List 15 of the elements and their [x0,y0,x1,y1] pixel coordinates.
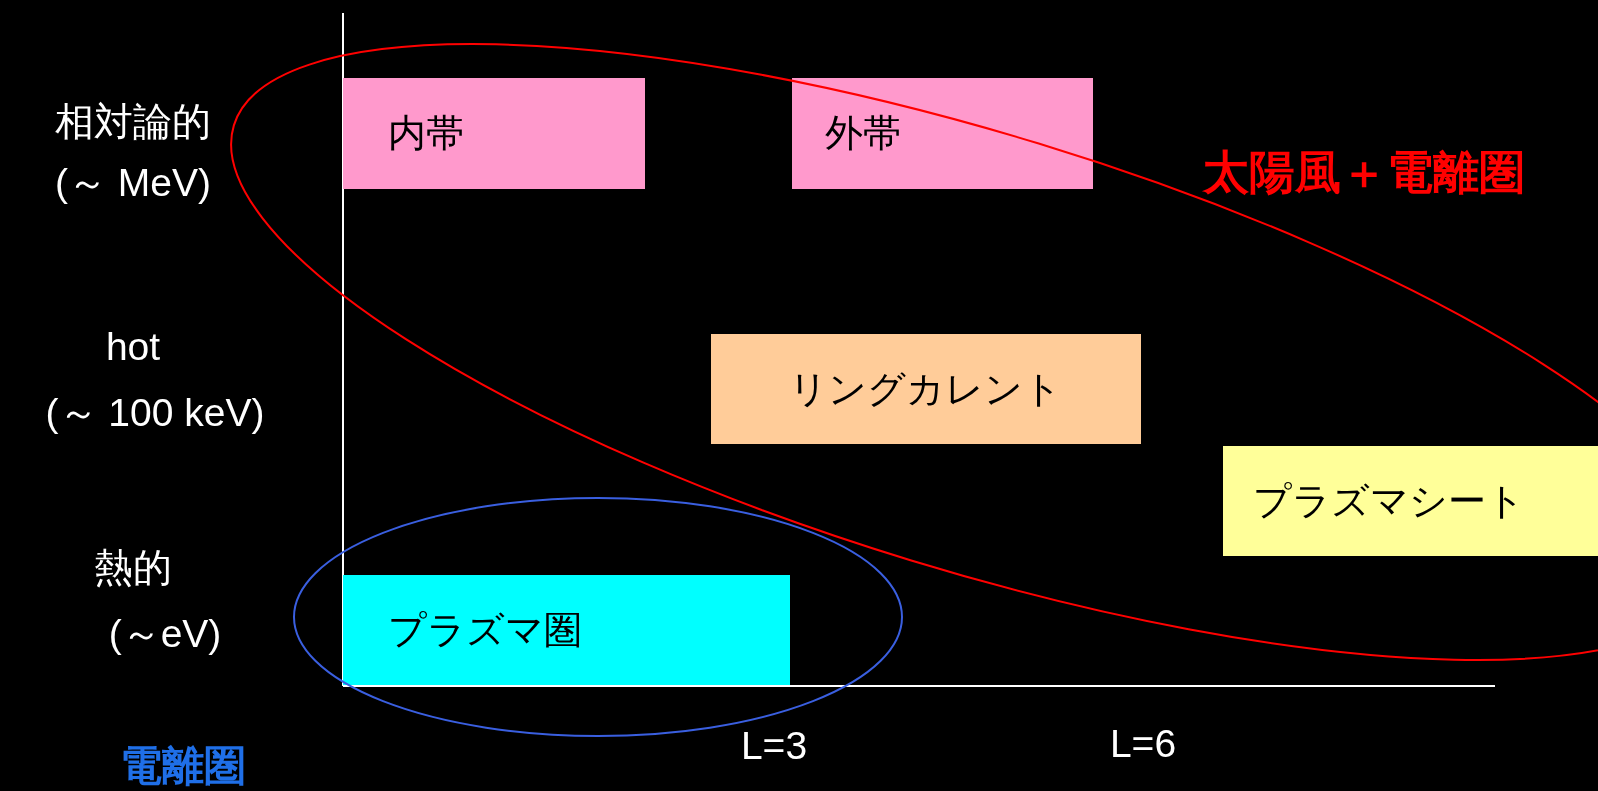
region-box: プラズマ圏 [343,575,790,685]
region-box: リングカレント [711,334,1141,444]
axis-label: (～eV) [108,611,222,657]
axis-label: 相対論的 [55,99,211,145]
region-label: 太陽風＋電離圏 [1203,145,1525,200]
axis-label: hot [105,325,161,369]
tick-label: L=3 [740,724,808,768]
region-box: 内帯 [343,78,645,189]
region-label: 電離圏 [120,741,246,791]
axis-label: (～ MeV) [55,160,211,206]
region-box: プラズマシート [1223,446,1598,556]
axis-label: (～ 100 keV) [45,390,265,436]
tick-label: L=6 [1109,722,1177,766]
axis-label: 熱的 [94,545,172,591]
region-box: 外帯 [792,78,1093,189]
